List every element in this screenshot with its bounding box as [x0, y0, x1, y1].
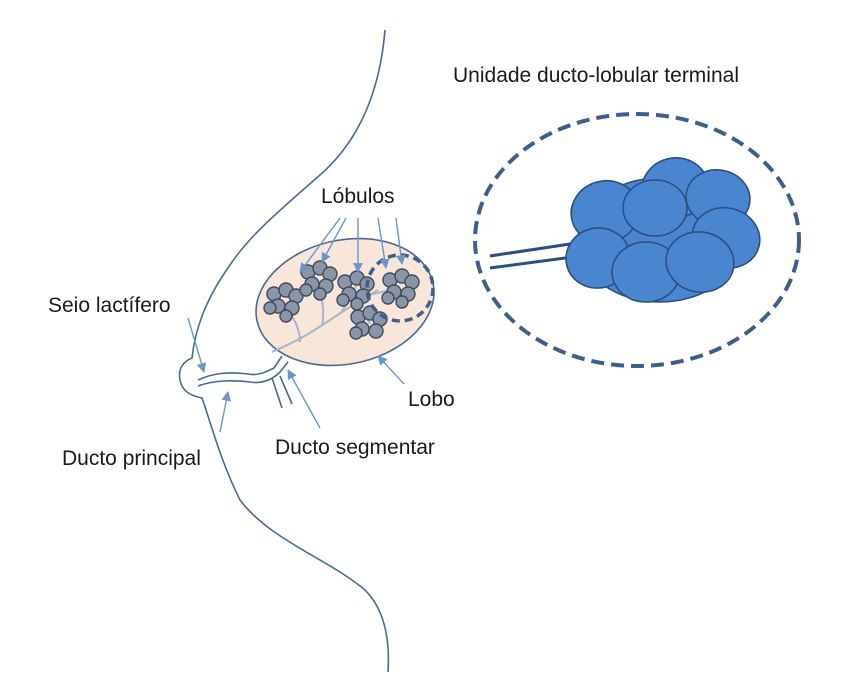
sinus-arrow — [188, 318, 204, 372]
main-duct — [198, 356, 282, 380]
lobe-arrow — [378, 356, 404, 384]
lobules-label: Lóbulos — [321, 185, 395, 208]
segmental-duct — [272, 376, 292, 408]
segmental-duct-label: Ducto segmentar — [275, 436, 435, 459]
main-duct-label: Ducto principal — [62, 447, 201, 470]
terminal-unit-label: Unidade ducto-lobular terminal — [453, 64, 739, 87]
main-duct-arrow — [220, 392, 228, 432]
lobe-label: Lobo — [408, 388, 455, 411]
segmental-duct-arrow — [288, 370, 320, 428]
sinus-label: Seio lactífero — [48, 294, 171, 317]
acini — [561, 153, 766, 302]
